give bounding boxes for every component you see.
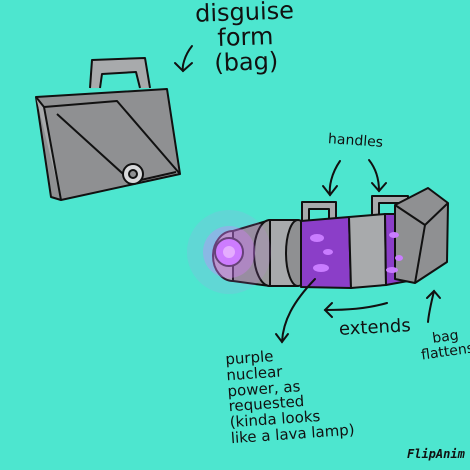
glow-effect (187, 210, 271, 294)
bag-flattens-note: bag flattens (420, 327, 470, 364)
extends-note: extends (338, 315, 412, 340)
flipanim-watermark: FlipAnim (407, 447, 465, 461)
lava-bubbles (310, 232, 403, 273)
title-note: disguise form (bag) (194, 0, 295, 78)
bag-illustration (35, 57, 181, 201)
purple-power-note: purple nuclear power, as requested (kind… (224, 347, 356, 447)
annotation-arrows (174, 45, 441, 344)
